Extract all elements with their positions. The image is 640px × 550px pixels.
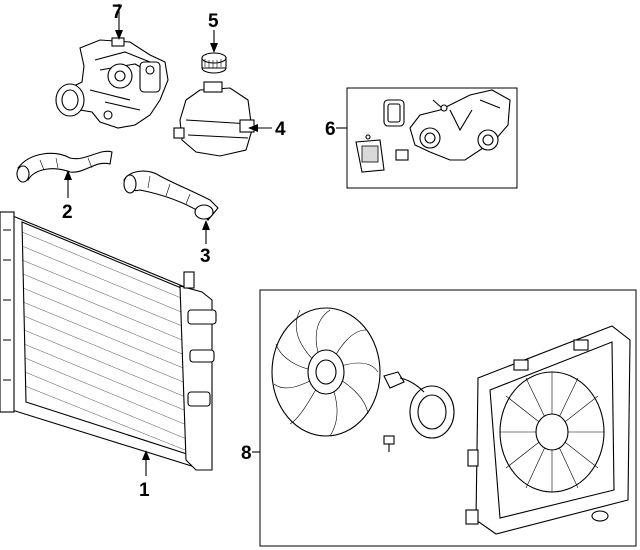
- callout-6: 6: [325, 119, 336, 140]
- callout-8: 8: [241, 443, 252, 464]
- part-reservoir-cap: [201, 52, 227, 74]
- arrow-5: [210, 43, 218, 53]
- part-hose-upper: [16, 150, 113, 183]
- part-thermostat-housing: [355, 89, 511, 173]
- arrow-1: [142, 450, 150, 460]
- fan-blade: [271, 307, 381, 437]
- callout-5: 5: [208, 11, 219, 32]
- fan-motor: [383, 371, 455, 452]
- arrow-2: [64, 170, 72, 180]
- arrow-7: [115, 30, 123, 40]
- callout-7: 7: [112, 2, 123, 23]
- callout-4: 4: [275, 119, 286, 140]
- fan-shroud: [465, 325, 631, 535]
- part-coolant-reservoir: [173, 81, 255, 157]
- arrow-4: [248, 124, 258, 132]
- part-hose-lower: [123, 170, 219, 221]
- callout-2: 2: [62, 202, 73, 223]
- radiator-core-fins: [21, 231, 191, 453]
- callout-1: 1: [139, 480, 150, 501]
- part-water-pump: [55, 37, 169, 129]
- part-fan-assembly: [271, 307, 631, 535]
- arrow-3: [202, 220, 210, 230]
- callout-3: 3: [200, 246, 211, 267]
- part-radiator: [0, 211, 217, 471]
